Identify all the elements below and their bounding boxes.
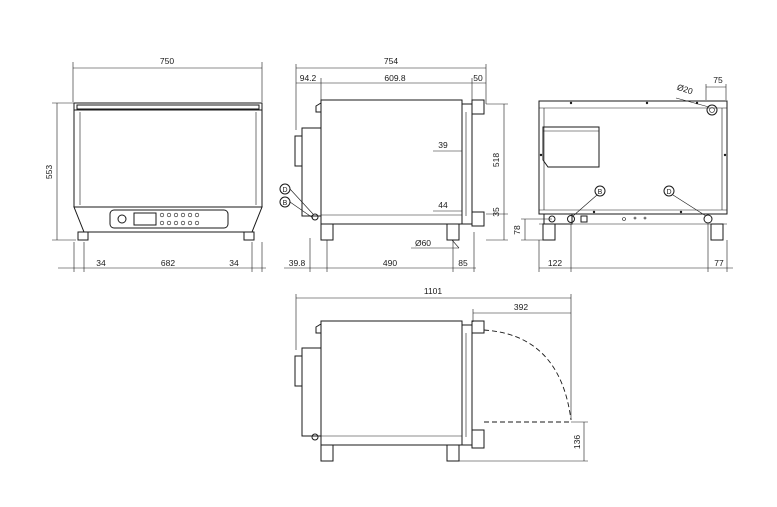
keypad-buttons [159,212,200,226]
svg-text:D: D [666,189,671,196]
rear-top-right-label: 75 [713,75,723,85]
rear-switch [580,215,588,223]
side-top-hook [315,102,322,113]
side-gap-44-label: 44 [438,200,448,210]
side-foot-span-label: 490 [383,258,397,268]
side-height-518-label: 518 [491,153,501,167]
svg-text:D: D [282,187,287,194]
open-foot-rear [320,444,334,462]
side-body-depth-label: 609.8 [384,73,406,83]
front-inner-width-label: 682 [161,258,175,268]
rear-panel [538,100,728,215]
rear-drain [703,214,713,224]
power-knob [117,214,127,224]
rear-view: 75 Ø20 B D 78 122 77 [512,75,733,272]
side-handle-left-label: 94.2 [300,73,317,83]
door-open-view: 1101 392 136 [294,286,588,462]
rear-left-122-label: 122 [548,258,562,268]
side-door-handle-bottom [471,211,485,227]
open-foot-front [446,444,460,462]
side-foot-dia-label: Ø60 [415,238,431,248]
side-rear-box [301,127,322,217]
rear-fan-cover [542,126,600,168]
side-view: 754 94.2 609.8 50 39 44 518 35 [279,56,508,272]
open-body [320,320,463,446]
door-swing-arc [483,329,572,421]
open-door-swing-label: 392 [514,302,528,312]
svg-text:B: B [283,200,288,207]
front-height-label: 553 [44,165,54,179]
front-width-label: 750 [160,56,174,66]
front-view: 750 553 34 [44,56,266,272]
side-door-handle-top [471,99,485,115]
door-handle [76,104,260,110]
side-connector [311,213,319,221]
rear-connector-b [567,215,575,223]
open-height-136-label: 136 [572,435,582,449]
front-foot-right [243,231,255,241]
open-door-hinge [471,429,485,449]
front-side-right-label: 34 [229,258,239,268]
open-total-label: 1101 [424,286,443,296]
rear-callout-b [594,185,606,197]
front-foot-left [77,231,89,241]
rear-right-77-label: 77 [714,258,724,268]
side-door-depth-label: 50 [473,73,483,83]
front-cabinet [73,102,263,208]
control-panel-face [109,209,229,229]
rear-screws [539,101,727,214]
front-side-left-label: 34 [96,258,106,268]
side-gap-39-label: 39 [438,140,448,150]
open-door-handle-top [471,320,485,334]
rear-steam-outlet [706,104,718,116]
open-top-hook [315,323,322,334]
side-front-offset-label: 85 [458,258,468,268]
rear-hole-dia-label: Ø20 [676,82,695,97]
display-screen [133,212,157,226]
open-connector [311,433,319,441]
open-rear-box [301,347,322,437]
rear-callout-d [663,185,675,197]
rear-foot-right [710,223,724,241]
rear-foot-left [542,223,556,241]
svg-text:B: B [598,189,603,196]
rear-height-78-label: 78 [512,225,522,235]
side-rear-vent [294,135,303,167]
side-rear-offset-label: 39.8 [289,258,306,268]
side-foot-front [446,223,460,241]
side-foot-rear [320,223,334,241]
open-door-frame [461,324,473,446]
side-foot-35-label: 35 [491,207,501,217]
open-rear-vent [294,355,303,387]
side-total-depth-label: 754 [384,56,398,66]
side-door [461,103,473,225]
